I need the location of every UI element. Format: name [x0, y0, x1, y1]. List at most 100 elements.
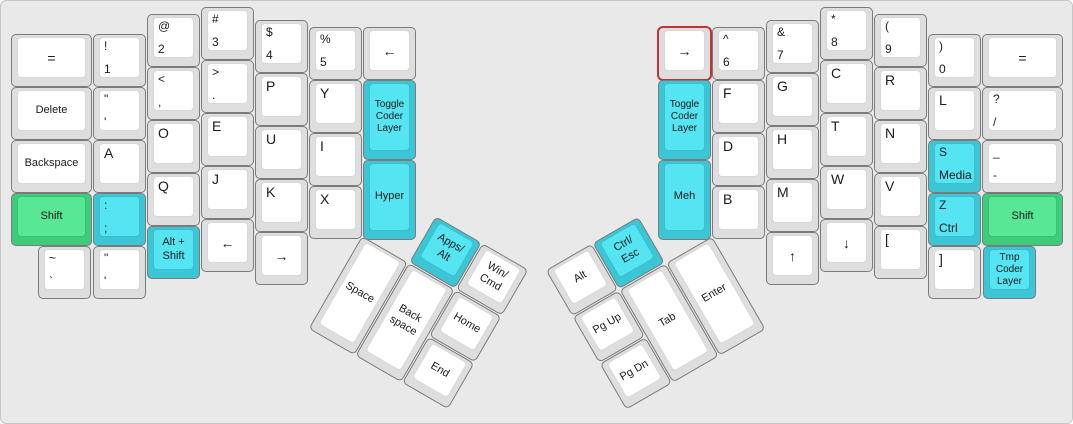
key-l-u[interactable]: U: [255, 126, 308, 179]
key-r-9[interactable]: (9: [874, 14, 927, 67]
key-r-bracket-close[interactable]: ]: [928, 246, 981, 299]
key-r-arrow-right[interactable]: →: [658, 27, 711, 80]
key-label: Pg Up: [590, 310, 624, 337]
key-l-p[interactable]: P: [255, 73, 308, 126]
key-r-c[interactable]: C: [820, 60, 873, 113]
key-l-o[interactable]: O: [147, 120, 200, 173]
key-r-toggle-coder[interactable]: Toggle Coder Layer: [658, 80, 711, 160]
key-l-q[interactable]: Q: [147, 173, 200, 226]
key-r-underscore[interactable]: _-: [982, 140, 1063, 193]
key-r-f[interactable]: F: [712, 80, 765, 133]
keycap: #3: [207, 10, 248, 51]
key-r-bracket-open[interactable]: [: [874, 226, 927, 279]
key-r-m[interactable]: M: [766, 179, 819, 232]
key-l-a[interactable]: A: [93, 140, 146, 193]
key-r-equals[interactable]: =: [982, 34, 1063, 87]
key-label: Tab: [656, 310, 679, 330]
key-r-arrow-down[interactable]: ↓: [820, 219, 873, 272]
key-l-toggle-coder[interactable]: Toggle Coder Layer: [363, 80, 416, 160]
key-l-grave[interactable]: ~`: [38, 246, 91, 299]
key-l-equals[interactable]: =: [11, 34, 92, 87]
key-l-e[interactable]: E: [201, 113, 254, 166]
key-l-quote-bottom[interactable]: "': [93, 246, 146, 299]
key-label-top: _: [993, 145, 1000, 159]
key-l-y[interactable]: Y: [309, 80, 362, 133]
key-label: G: [777, 78, 788, 94]
key-label-top: *: [831, 12, 836, 26]
key-l-1[interactable]: !1: [93, 34, 146, 87]
key-r-r[interactable]: R: [874, 67, 927, 120]
key-l-quote-top[interactable]: "': [93, 87, 146, 140]
key-label-bottom: 8: [831, 35, 838, 49]
key-l-2[interactable]: @2: [147, 14, 200, 67]
key-r-shift[interactable]: Shift: [982, 193, 1063, 246]
key-l-arrow-right[interactable]: →: [255, 232, 308, 285]
key-l-j[interactable]: J: [201, 166, 254, 219]
key-l-comma[interactable]: <,: [147, 67, 200, 120]
key-l-semicolon[interactable]: :;: [93, 193, 146, 246]
key-r-g[interactable]: G: [766, 73, 819, 126]
key-r-t[interactable]: T: [820, 113, 873, 166]
keycap: D: [718, 136, 759, 177]
key-label: ]: [939, 251, 943, 267]
key-l-k[interactable]: K: [255, 179, 308, 232]
key-r-h[interactable]: H: [766, 126, 819, 179]
key-label: =: [47, 49, 56, 66]
keycap: Shift: [17, 196, 86, 237]
key-l-4[interactable]: $4: [255, 20, 308, 73]
key-r-7[interactable]: &7: [766, 20, 819, 73]
key-label: P: [266, 78, 276, 94]
key-l-shift[interactable]: Shift: [11, 193, 92, 246]
key-label-top: ?: [993, 92, 1000, 106]
key-l-alt-shift[interactable]: Alt + Shift: [147, 226, 200, 279]
key-label: Alt + Shift: [162, 236, 185, 262]
key-label-bottom: `: [49, 274, 53, 288]
key-label: T: [831, 118, 840, 134]
key-l-backspace[interactable]: Backspace: [11, 140, 92, 193]
key-label: Pg Dn: [617, 357, 651, 384]
key-l-period[interactable]: >.: [201, 60, 254, 113]
key-r-n[interactable]: N: [874, 120, 927, 173]
key-label-bottom: 3: [212, 35, 219, 49]
key-l-i[interactable]: I: [309, 133, 362, 186]
keycap: <,: [153, 70, 194, 111]
key-label: Tmp Coder Layer: [995, 251, 1024, 287]
key-r-meh[interactable]: Meh: [658, 160, 711, 240]
key-r-6[interactable]: ^6: [712, 27, 765, 80]
key-l-x[interactable]: X: [309, 186, 362, 239]
key-l-5[interactable]: %5: [309, 27, 362, 80]
key-label-top: ~: [49, 251, 57, 265]
key-l-3[interactable]: #3: [201, 7, 254, 60]
keycap: U: [261, 129, 302, 170]
key-r-v[interactable]: V: [874, 173, 927, 226]
keycap: P: [261, 76, 302, 117]
key-r-question[interactable]: ?/: [982, 87, 1063, 140]
key-l-arrow-left[interactable]: ←: [201, 219, 254, 272]
key-label: Shift: [40, 209, 63, 222]
key-r-d[interactable]: D: [712, 133, 765, 186]
keycap: _-: [988, 143, 1057, 184]
keycap: →: [664, 30, 705, 71]
key-r-arrow-up[interactable]: ↑: [766, 232, 819, 285]
key-r-b[interactable]: B: [712, 186, 765, 239]
key-r-0[interactable]: )0: [928, 34, 981, 87]
key-r-w[interactable]: W: [820, 166, 873, 219]
key-label: →: [677, 42, 692, 59]
keycap: Toggle Coder Layer: [664, 83, 705, 151]
key-r-tmp-coder[interactable]: Tmp Coder Layer: [983, 246, 1036, 299]
key-label: U: [266, 131, 277, 147]
key-r-l[interactable]: L: [928, 87, 981, 140]
key-l-delete[interactable]: Delete: [11, 87, 92, 140]
key-label: M: [777, 184, 789, 200]
key-r-8[interactable]: *8: [820, 7, 873, 60]
key-l-hyper[interactable]: Hyper: [363, 160, 416, 240]
keycap: ←: [369, 30, 410, 71]
key-label-top: <: [158, 72, 166, 86]
key-label-bottom: Ctrl: [939, 221, 958, 235]
key-l-arrow-left-top[interactable]: ←: [363, 27, 416, 80]
keycap: Backspace: [17, 143, 86, 184]
keycap: Win/ Cmd: [465, 248, 522, 305]
